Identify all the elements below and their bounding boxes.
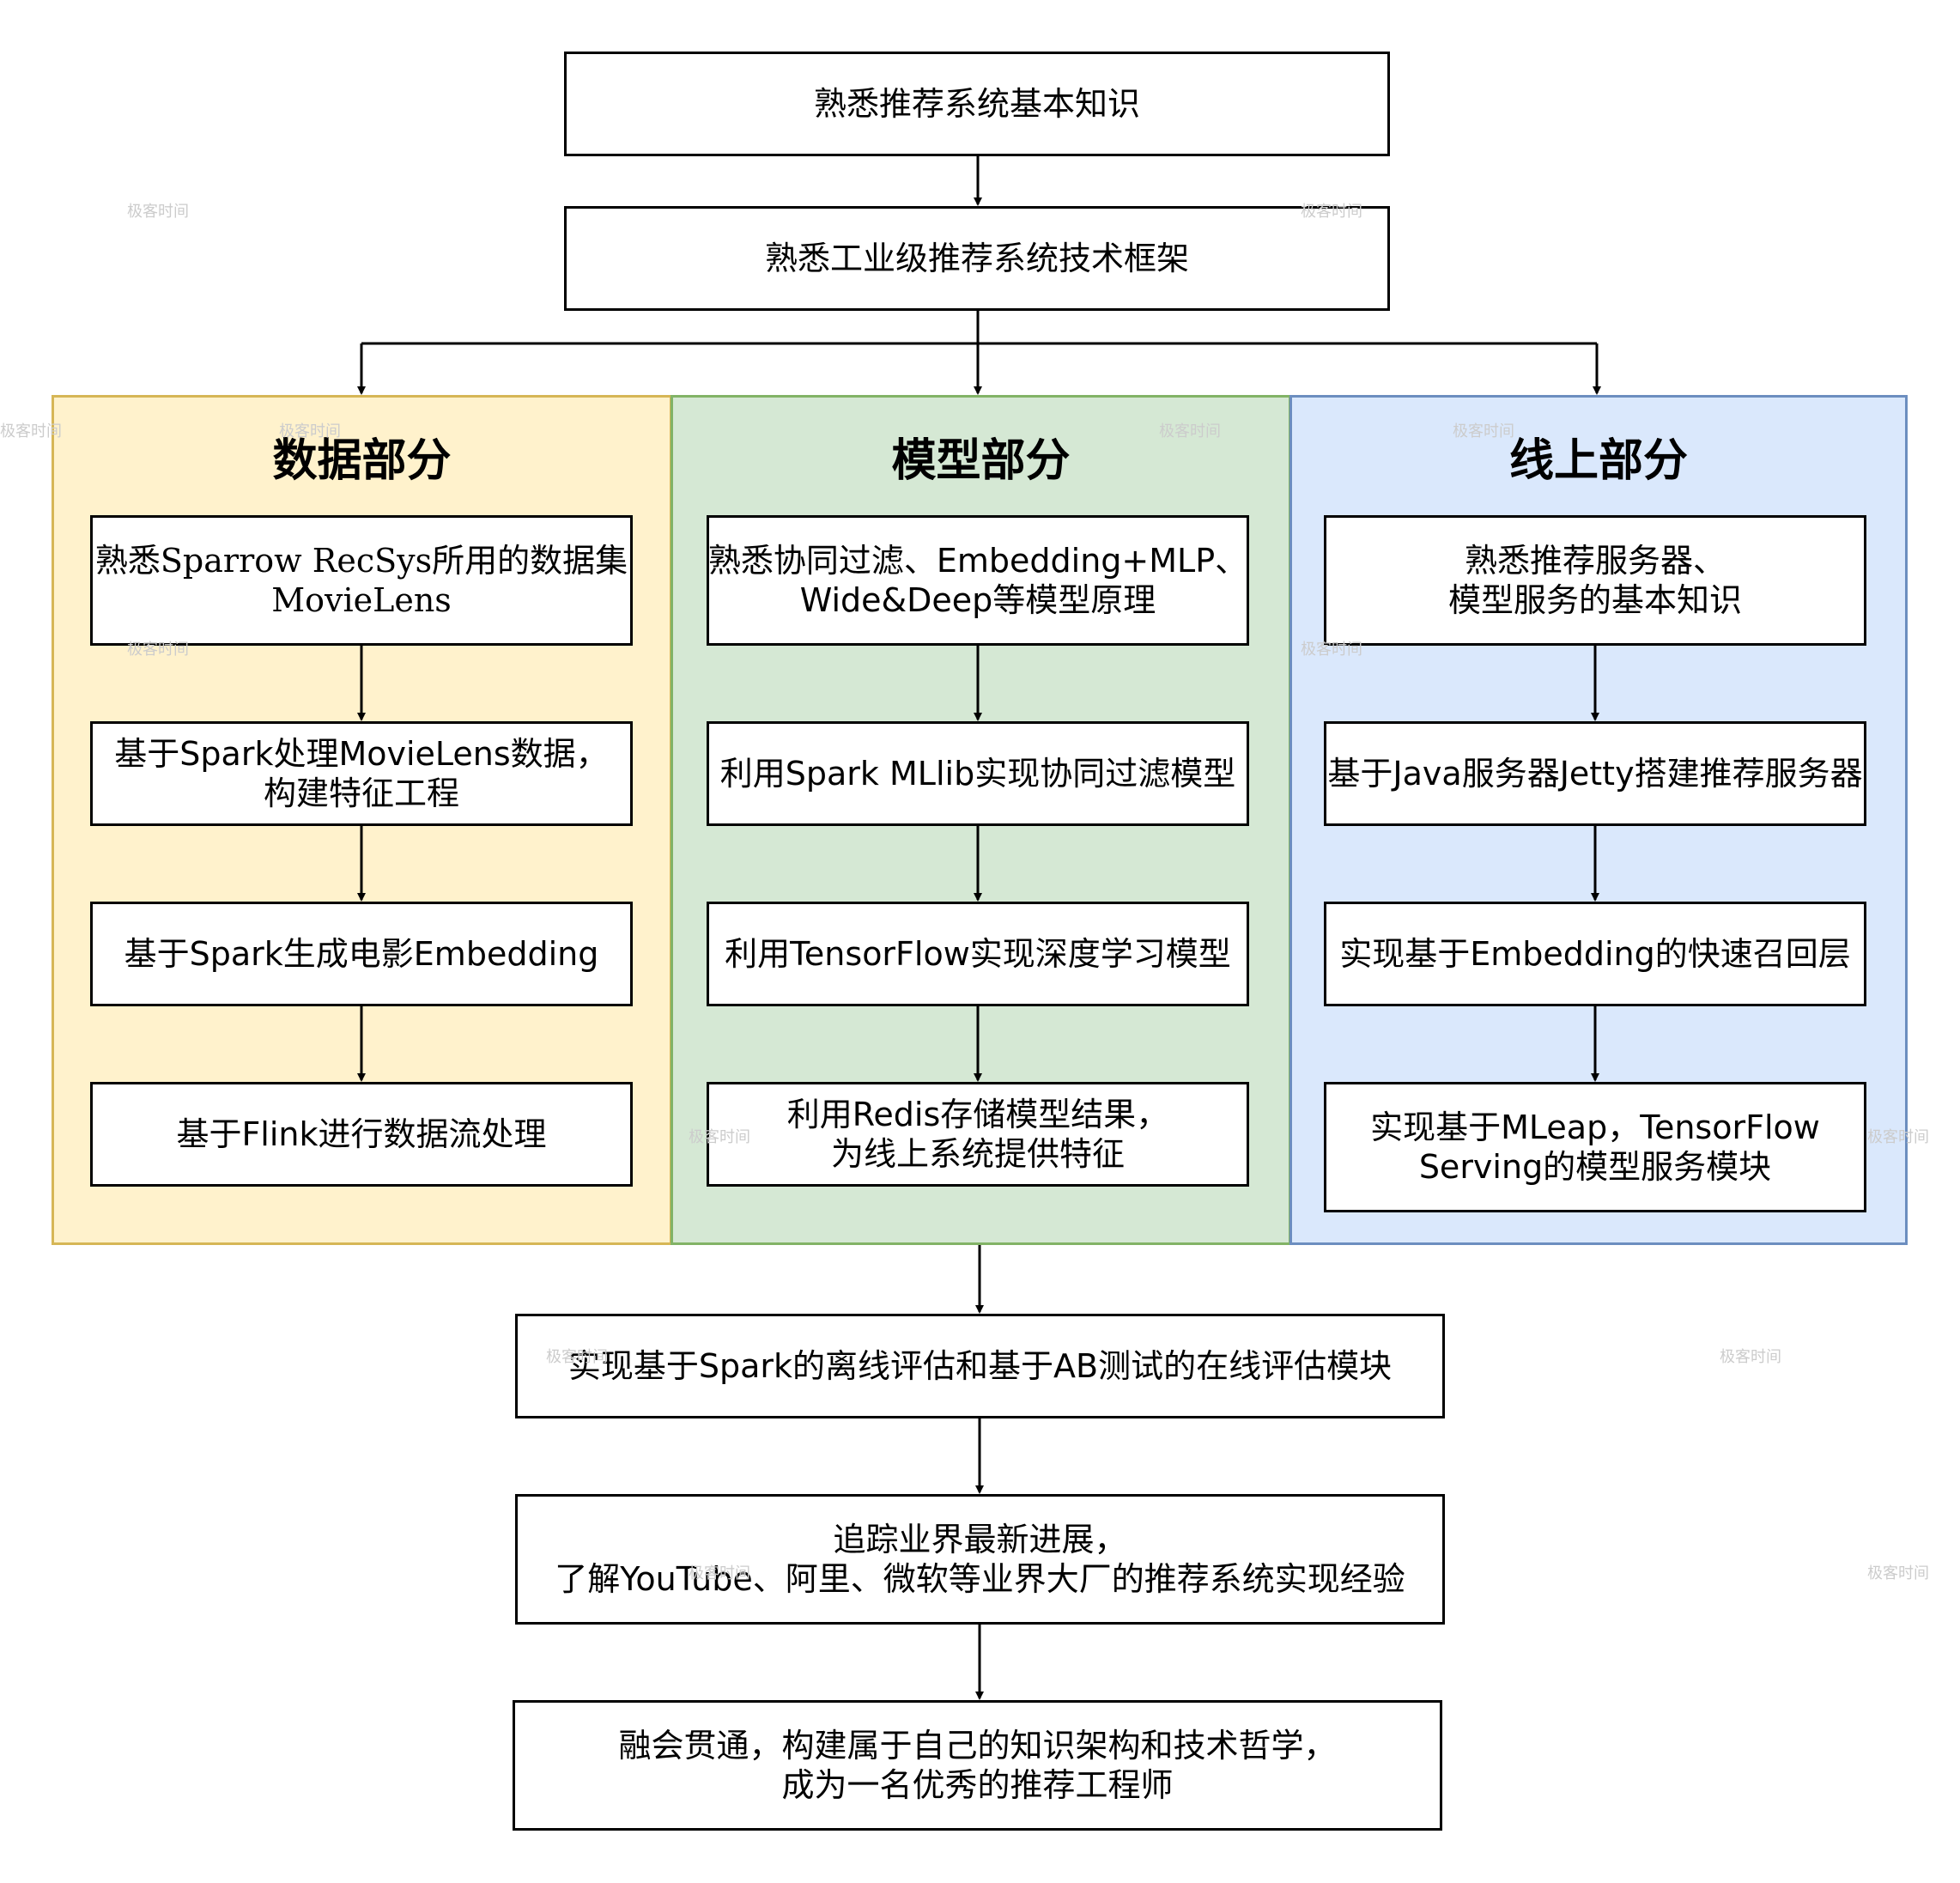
- text-line: Wide&Deep等模型原理: [799, 581, 1156, 619]
- model-item-tensorflow-text: 利用TensorFlow实现深度学习模型: [725, 934, 1231, 974]
- online-item-serving: 实现基于MLeap，TensorFlow Serving的模型服务模块: [1324, 1082, 1866, 1212]
- watermark: 极客时间: [127, 641, 189, 659]
- text-line: 利用Spark MLlib实现协同过滤模型: [719, 754, 1236, 793]
- text-line: 熟悉协同过滤、Embedding+MLP、: [707, 541, 1248, 580]
- text-line: 追踪业界最新进展，: [833, 1520, 1127, 1558]
- model-item-redis-text: 利用Redis存储模型结果， 为线上系统提供特征: [787, 1095, 1169, 1175]
- watermark: 极客时间: [1453, 422, 1514, 440]
- text-line: 基于Java服务器Jetty搭建推荐服务器: [1327, 754, 1863, 793]
- panel-title-model: 模型部分: [891, 435, 1071, 487]
- text-line: 实现基于Embedding的快速召回层: [1339, 934, 1851, 973]
- model-item-spark-mllib: 利用Spark MLlib实现协同过滤模型: [707, 721, 1249, 826]
- watermark: 极客时间: [1720, 1348, 1781, 1366]
- model-item-spark-mllib-text: 利用Spark MLlib实现协同过滤模型: [720, 754, 1235, 793]
- watermark: 极客时间: [1867, 1128, 1929, 1146]
- watermark: 极客时间: [546, 1348, 608, 1366]
- watermark: 极客时间: [1301, 641, 1362, 659]
- text-line: 基于Spark生成电影Embedding: [124, 934, 599, 973]
- online-item-basics: 熟悉推荐服务器、 模型服务的基本知识: [1324, 515, 1866, 646]
- watermark: 极客时间: [689, 1128, 750, 1146]
- model-item-principles: 熟悉协同过滤、Embedding+MLP、 Wide&Deep等模型原理: [707, 515, 1249, 646]
- step-framework-text: 熟悉工业级推荐系统技术框架: [764, 239, 1189, 277]
- data-item-flink-text: 基于Flink进行数据流处理: [176, 1115, 546, 1154]
- online-item-basics-text: 熟悉推荐服务器、 模型服务的基本知识: [1448, 541, 1742, 621]
- step-evaluation: 实现基于Spark的离线评估和基于AB测试的在线评估模块: [515, 1314, 1445, 1418]
- text-line: 实现基于MLeap，TensorFlow: [1370, 1108, 1820, 1146]
- watermark: 极客时间: [0, 422, 62, 440]
- data-item-embedding: 基于Spark生成电影Embedding: [90, 902, 633, 1006]
- step-final-goal: 融会贯通，构建属于自己的知识架构和技术哲学， 成为一名优秀的推荐工程师: [513, 1700, 1442, 1831]
- text-line: Serving的模型服务模块: [1418, 1148, 1772, 1186]
- watermark: 极客时间: [1301, 203, 1362, 221]
- text-line: 基于Flink进行数据流处理: [176, 1115, 547, 1153]
- text-line: 构建特征工程: [263, 774, 459, 812]
- watermark: 极客时间: [1867, 1564, 1929, 1582]
- text-line: 成为一名优秀的推荐工程师: [781, 1766, 1174, 1804]
- watermark: 极客时间: [1159, 422, 1221, 440]
- model-item-redis: 利用Redis存储模型结果， 为线上系统提供特征: [707, 1082, 1249, 1187]
- text-line: 熟悉推荐服务器、: [1464, 541, 1726, 580]
- online-item-recall: 实现基于Embedding的快速召回层: [1324, 902, 1866, 1006]
- online-item-serving-text: 实现基于MLeap，TensorFlow Serving的模型服务模块: [1370, 1108, 1820, 1188]
- text-line: 为线上系统提供特征: [830, 1135, 1125, 1173]
- online-item-jetty: 基于Java服务器Jetty搭建推荐服务器: [1324, 721, 1866, 826]
- step-track-industry: 追踪业界最新进展， 了解YouTube、阿里、微软等业界大厂的推荐系统实现经验: [515, 1494, 1445, 1625]
- data-item-dataset-text: 熟悉Sparrow RecSys所用的数据集 MovieLens: [95, 541, 628, 621]
- data-item-flink: 基于Flink进行数据流处理: [90, 1082, 633, 1187]
- step-basic-knowledge: 熟悉推荐系统基本知识: [564, 52, 1390, 156]
- text-line: 利用TensorFlow实现深度学习模型: [725, 934, 1231, 973]
- step-final-goal-text: 融会贯通，构建属于自己的知识架构和技术哲学， 成为一名优秀的推荐工程师: [618, 1726, 1336, 1806]
- watermark: 极客时间: [689, 1564, 750, 1582]
- step-track-industry-text: 追踪业界最新进展， 了解YouTube、阿里、微软等业界大厂的推荐系统实现经验: [555, 1520, 1405, 1600]
- text-line: 模型服务的基本知识: [1447, 581, 1742, 619]
- text-line: 基于Spark处理MovieLens数据，: [114, 734, 609, 773]
- text-line: 利用Redis存储模型结果，: [786, 1095, 1169, 1133]
- watermark: 极客时间: [127, 203, 189, 221]
- step-basic-knowledge-text: 熟悉推荐系统基本知识: [813, 84, 1140, 123]
- online-item-jetty-text: 基于Java服务器Jetty搭建推荐服务器: [1327, 754, 1862, 793]
- text-line: 了解YouTube、阿里、微软等业界大厂的推荐系统实现经验: [555, 1560, 1405, 1598]
- panel-title-online: 线上部分: [1508, 435, 1688, 487]
- online-item-recall-text: 实现基于Embedding的快速召回层: [1339, 934, 1851, 974]
- watermark: 极客时间: [279, 422, 341, 440]
- data-item-dataset: 熟悉Sparrow RecSys所用的数据集 MovieLens: [90, 515, 633, 646]
- model-item-principles-text: 熟悉协同过滤、Embedding+MLP、 Wide&Deep等模型原理: [708, 541, 1247, 621]
- text-line: 熟悉Sparrow RecSys所用的数据集: [94, 541, 628, 580]
- step-framework: 熟悉工业级推荐系统技术框架: [564, 206, 1390, 311]
- data-item-feature-engineering-text: 基于Spark处理MovieLens数据， 构建特征工程: [114, 734, 608, 814]
- data-item-embedding-text: 基于Spark生成电影Embedding: [124, 934, 599, 974]
- text-line: MovieLens: [271, 581, 452, 619]
- panel-title-data: 数据部分: [272, 435, 452, 487]
- data-item-feature-engineering: 基于Spark处理MovieLens数据， 构建特征工程: [90, 721, 633, 826]
- model-item-tensorflow: 利用TensorFlow实现深度学习模型: [707, 902, 1249, 1006]
- text-line: 融会贯通，构建属于自己的知识架构和技术哲学，: [618, 1726, 1337, 1765]
- step-evaluation-text: 实现基于Spark的离线评估和基于AB测试的在线评估模块: [567, 1346, 1393, 1385]
